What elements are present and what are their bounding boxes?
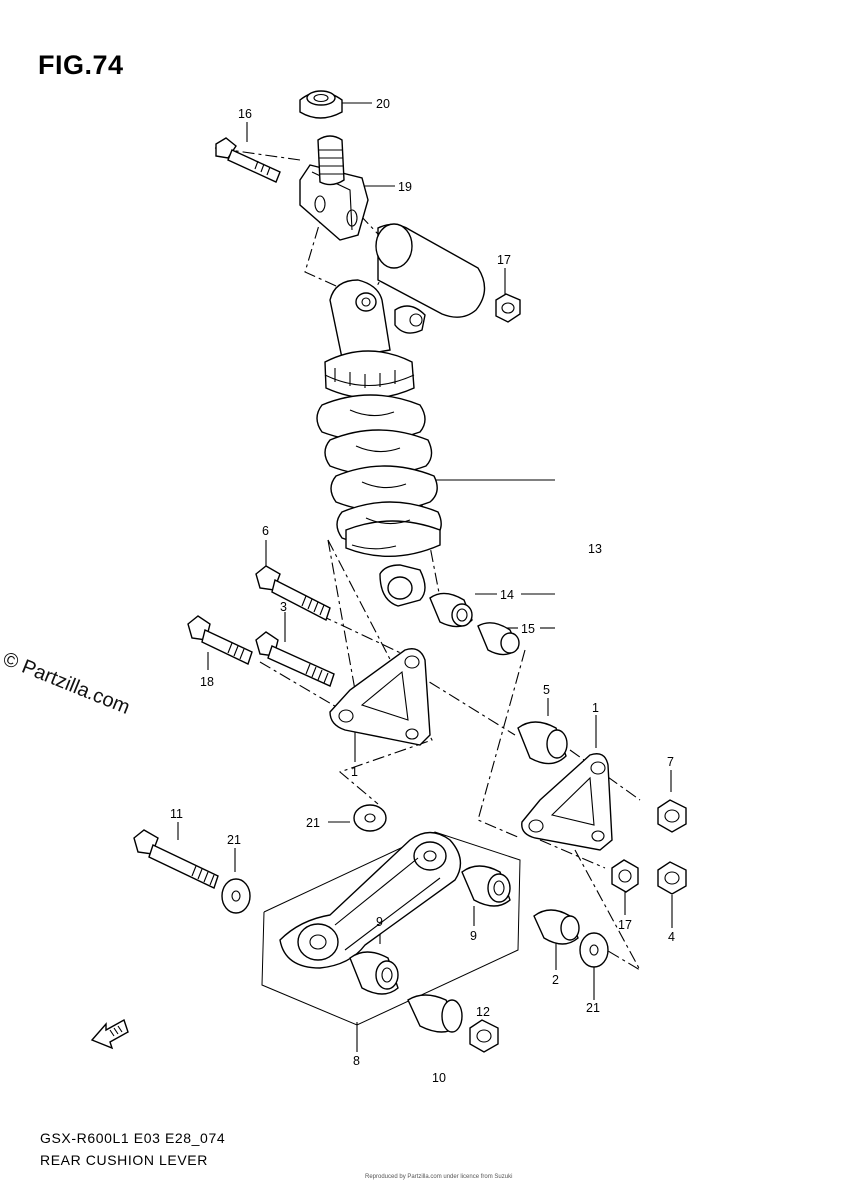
- callout-1-right: 1: [592, 701, 599, 715]
- part-9-bearing-right[interactable]: [461, 865, 511, 907]
- model-code: GSX-R600L1 E03 E28_074: [40, 1130, 226, 1146]
- part-17-nut-lower[interactable]: [611, 859, 639, 893]
- callout-13: 13: [588, 542, 602, 556]
- part-21-washer-right[interactable]: [579, 932, 609, 968]
- callout-7: 7: [667, 755, 674, 769]
- leader-lines: [177, 102, 673, 1052]
- callout-2: 2: [552, 973, 559, 987]
- callout-21-upper: 21: [306, 816, 320, 830]
- part-12-nut[interactable]: [469, 1019, 499, 1053]
- section-title: REAR CUSHION LEVER: [40, 1152, 208, 1168]
- part-16-bolt[interactable]: [215, 137, 281, 183]
- part-21-washer-upper[interactable]: [353, 804, 387, 832]
- part-5-spacer[interactable]: [517, 721, 568, 765]
- callout-17-upper: 17: [497, 253, 511, 267]
- part-19-upper-bracket[interactable]: [299, 135, 369, 241]
- part-6-bolt[interactable]: [255, 565, 331, 621]
- callout-3: 3: [280, 600, 287, 614]
- part-8-cushion-lever[interactable]: [279, 831, 462, 969]
- callout-15: 15: [521, 622, 535, 636]
- part-1-left-rod-plate[interactable]: [329, 648, 431, 746]
- callout-10: 10: [432, 1071, 446, 1085]
- callout-4: 4: [668, 930, 675, 944]
- fine-print: Reproduced by Partzilla.com under licenc…: [365, 1174, 513, 1180]
- part-11-bolt[interactable]: [133, 829, 219, 889]
- callout-6: 6: [262, 524, 269, 538]
- callout-1-left: 1: [351, 765, 358, 779]
- callout-20: 20: [376, 97, 390, 111]
- part-13-shock-absorber[interactable]: [316, 279, 442, 607]
- callout-labels: 20 16 19 17 13 6 3 18 14 15 1 5 1 7 21 1…: [170, 97, 675, 1085]
- callout-18: 18: [200, 675, 214, 689]
- figure-title: FIG.74: [38, 50, 124, 80]
- part-17-nut-upper[interactable]: [495, 293, 521, 323]
- part-3-bolt[interactable]: [255, 631, 335, 687]
- callout-5: 5: [543, 683, 550, 697]
- shock-reservoir[interactable]: [375, 223, 486, 318]
- assembly-lines: [214, 147, 642, 972]
- part-2-spacer[interactable]: [533, 909, 580, 945]
- callout-11: 11: [170, 807, 183, 821]
- part-4-nut[interactable]: [657, 861, 687, 895]
- callout-12: 12: [476, 1005, 490, 1019]
- part-7-nut[interactable]: [657, 799, 687, 833]
- callout-21-left: 21: [227, 833, 241, 847]
- part-9-bearing-left[interactable]: [349, 951, 399, 995]
- part-15-spacer[interactable]: [477, 622, 520, 656]
- part-21-washer-left[interactable]: [221, 878, 251, 914]
- part-20-adjuster-ring[interactable]: [299, 90, 343, 119]
- callout-21-right: 21: [586, 1001, 600, 1015]
- callout-14: 14: [500, 588, 514, 602]
- callout-9-right: 9: [470, 929, 477, 943]
- part-8-lever-outline: [261, 831, 521, 1026]
- part-18-bolt[interactable]: [187, 615, 253, 665]
- callout-9-left: 9: [376, 915, 383, 929]
- fwd-arrow-icon: [90, 1018, 129, 1050]
- callout-8: 8: [353, 1054, 360, 1068]
- callout-19: 19: [398, 180, 412, 194]
- part-1-right-rod-plate[interactable]: [521, 753, 613, 851]
- callout-17-lower: 17: [618, 918, 632, 932]
- part-14-bearing[interactable]: [429, 592, 473, 628]
- part-10-collar[interactable]: [407, 994, 463, 1033]
- callout-16: 16: [238, 107, 252, 121]
